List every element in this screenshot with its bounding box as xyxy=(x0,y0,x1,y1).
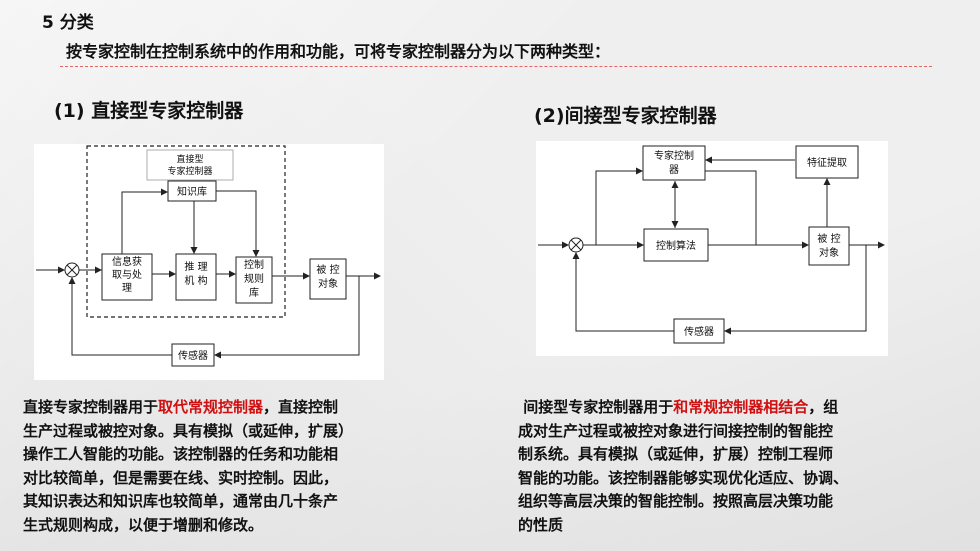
svg-text:传感器: 传感器 xyxy=(684,325,714,338)
group-label-box xyxy=(146,149,234,181)
section-heading: 5 分类 xyxy=(42,13,94,33)
svg-text:被 控: 被 控 xyxy=(316,263,339,276)
intro-text: 按专家控制在控制系统中的作用和功能，可将专家控制器分为以下两种类型： xyxy=(66,42,611,61)
svg-text:器: 器 xyxy=(669,164,679,176)
svg-text:机 构: 机 构 xyxy=(184,274,207,287)
feature-extraction-box xyxy=(795,145,859,179)
direct-controller-description: 直接专家控制器用于取代常规控制器，直接控制 生产过程或被控对象。具有模拟（或延伸… xyxy=(23,398,354,534)
svg-text:信息获: 信息获 xyxy=(112,255,142,268)
svg-text:对象: 对象 xyxy=(318,277,338,290)
control-algorithm-box xyxy=(643,228,709,262)
inference-engine-box xyxy=(175,253,217,301)
highlight-text: 取代常规控制器 xyxy=(158,398,264,416)
svg-text:库: 库 xyxy=(249,286,259,299)
summing-junction-icon xyxy=(64,262,80,278)
svg-text:控制算法: 控制算法 xyxy=(656,239,696,252)
svg-text:对象: 对象 xyxy=(819,246,839,259)
svg-text:知识库: 知识库 xyxy=(177,185,207,198)
indirect-controller-diagram: 专家控制 器 特征提取 控制算法 被 控 对象 传感器 xyxy=(536,141,888,356)
summing-junction-icon xyxy=(568,237,584,253)
svg-text:控制: 控制 xyxy=(244,258,264,271)
rule-base-box xyxy=(235,256,273,304)
svg-text:推 理: 推 理 xyxy=(184,260,207,273)
svg-text:特征提取: 特征提取 xyxy=(807,157,847,169)
info-processing-box xyxy=(101,253,153,301)
svg-text:传感器: 传感器 xyxy=(178,349,208,362)
plant-box xyxy=(808,226,850,266)
right-title: (2)间接型专家控制器 xyxy=(534,105,717,127)
indirect-controller-description: 间接型专家控制器用于和常规控制器相结合，组 成对生产过程或被控对象进行间接控制的… xyxy=(518,398,849,534)
svg-text:专家控制器: 专家控制器 xyxy=(167,165,212,177)
svg-text:取与处: 取与处 xyxy=(112,269,142,281)
svg-text:专家控制: 专家控制 xyxy=(654,149,694,162)
plant-box xyxy=(309,258,347,300)
svg-text:被 控: 被 控 xyxy=(817,232,840,245)
expert-controller-box xyxy=(642,145,706,181)
expert-group-frame xyxy=(86,145,286,318)
title-divider xyxy=(60,66,932,67)
svg-text:理: 理 xyxy=(122,282,132,294)
highlight-text: 和常规控制器相结合 xyxy=(673,398,809,416)
direct-controller-diagram: 直接型 专家控制器 知识库 信息获 取与处 理 推 理 机 构 控制 规则 库 … xyxy=(34,144,384,380)
group-label: 直接型 xyxy=(176,153,203,165)
sensor-box xyxy=(673,318,725,344)
svg-text:规则: 规则 xyxy=(244,272,264,285)
left-title: (1) 直接型专家控制器 xyxy=(54,100,244,122)
